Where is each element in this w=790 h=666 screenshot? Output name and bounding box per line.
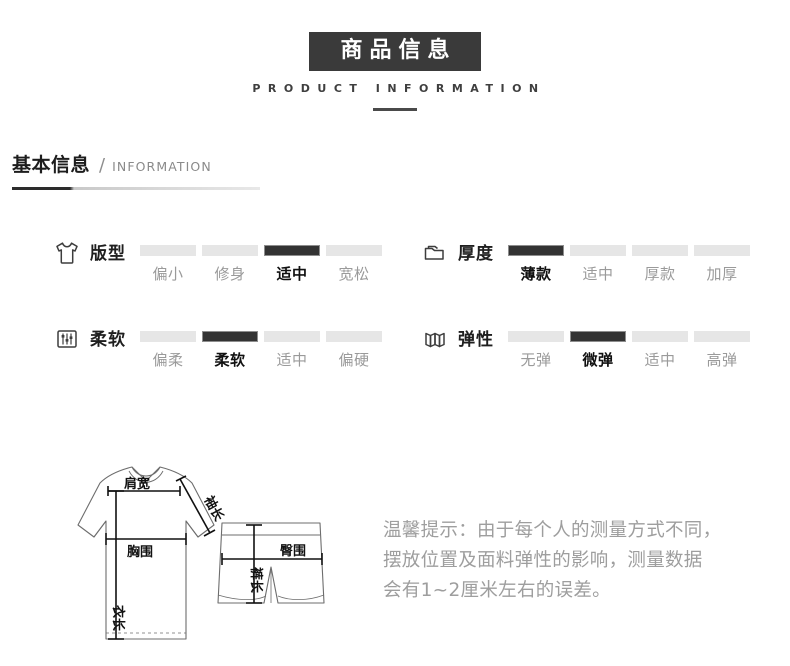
attribute-scale-fit: 偏小 修身 适中 宽松 [140,236,382,284]
label-sleeve-length: 袖长 [200,493,227,524]
section-heading: 基本信息 / INFORMATION [12,150,260,190]
label-hip: 臀围 [280,544,306,559]
scale-label[interactable]: 高弹 [706,351,738,369]
attribute-row-elasticity: 弹性 无弹 微弹 适中 高弹 [420,322,750,370]
scale-label[interactable]: 偏硬 [338,351,370,369]
attribute-label-thickness: 厚度 [458,244,494,264]
label-chest: 胸围 [127,544,153,560]
title-divider [373,107,417,111]
attribute-label-softness: 柔软 [90,330,126,350]
tip-line-2: 摆放位置及面料弹性的影响，测量数据 [383,549,703,571]
scale-segment[interactable] [570,245,626,256]
attribute-label-elasticity: 弹性 [458,330,494,350]
scale-segment[interactable] [202,245,258,256]
tip-line-1: 温馨提示：由于每个人的测量方式不同， [383,520,722,541]
tip-line-3: 会有1~2厘米左右的误差。 [383,579,611,601]
scale-label[interactable]: 厚款 [644,265,676,283]
scale-bars-softness [140,331,382,342]
scale-segment-active[interactable] [202,331,258,342]
scale-bars-fit [140,245,382,256]
section-underline [12,187,260,190]
scale-segment[interactable] [326,245,382,256]
accordion-fold-icon [420,324,450,354]
scale-label[interactable]: 加厚 [706,265,738,283]
scale-segment-active[interactable] [264,245,320,256]
page-subtitle: PRODUCT INFORMATION [252,81,546,95]
scale-label-active[interactable]: 薄款 [520,265,552,283]
scale-segment[interactable] [140,331,196,342]
tshirt-icon [52,238,82,268]
scale-segment[interactable] [632,331,688,342]
scale-segment[interactable] [632,245,688,256]
scale-segment[interactable] [264,331,320,342]
scale-segment[interactable] [694,245,750,256]
measurement-tip: 温馨提示：由于每个人的测量方式不同， 摆放位置及面料弹性的影响，测量数据 会有1… [383,516,773,606]
scale-label[interactable]: 偏柔 [152,351,184,369]
scale-segment-active[interactable] [570,331,626,342]
attribute-label-fit: 版型 [90,244,126,264]
measurement-diagram: 肩宽 胸围 衣长 袖长 臀围 裤长 [28,455,358,655]
page-header: 商品信息 PRODUCT INFORMATION [0,0,790,111]
scale-label[interactable]: 无弹 [520,351,552,369]
scale-labels-elasticity: 无弹 微弹 适中 高弹 [508,349,750,370]
scale-label-active[interactable]: 微弹 [582,351,614,369]
scale-label[interactable]: 偏小 [152,265,184,283]
scale-labels-thickness: 薄款 适中 厚款 加厚 [508,263,750,284]
scale-segment[interactable] [140,245,196,256]
attribute-row-fit: 版型 偏小 修身 适中 宽松 [52,236,382,284]
fabric-fold-icon [420,238,450,268]
scale-label[interactable]: 宽松 [338,265,370,283]
scale-label[interactable]: 适中 [644,351,676,369]
page-title: 商品信息 [309,32,481,71]
attribute-row-thickness: 厚度 薄款 适中 厚款 加厚 [420,236,750,284]
section-title-cn: 基本信息 [12,154,91,176]
scale-labels-fit: 偏小 修身 适中 宽松 [140,263,382,284]
scale-segment[interactable] [508,331,564,342]
label-body-length: 衣长 [110,605,126,632]
scale-label[interactable]: 修身 [214,265,246,283]
scale-segment[interactable] [326,331,382,342]
scale-label[interactable]: 适中 [582,265,614,283]
section-title-en: INFORMATION [112,159,212,174]
scale-label-active[interactable]: 适中 [276,265,308,283]
slider-icon [52,324,82,354]
attribute-scale-elasticity: 无弹 微弹 适中 高弹 [508,322,750,370]
scale-labels-softness: 偏柔 柔软 适中 偏硬 [140,349,382,370]
label-pants-length: 裤长 [248,566,264,594]
attribute-row-softness: 柔软 偏柔 柔软 适中 偏硬 [52,322,382,370]
scale-segment[interactable] [694,331,750,342]
scale-label-active[interactable]: 柔软 [214,351,246,369]
attribute-scale-thickness: 薄款 适中 厚款 加厚 [508,236,750,284]
scale-bars-thickness [508,245,750,256]
section-heading-row: 基本信息 / INFORMATION [12,150,260,177]
scale-label[interactable]: 适中 [276,351,308,369]
section-separator: / [99,155,106,176]
attribute-scale-softness: 偏柔 柔软 适中 偏硬 [140,322,382,370]
scale-bars-elasticity [508,331,750,342]
label-shoulder-width: 肩宽 [124,476,150,492]
scale-segment-active[interactable] [508,245,564,256]
